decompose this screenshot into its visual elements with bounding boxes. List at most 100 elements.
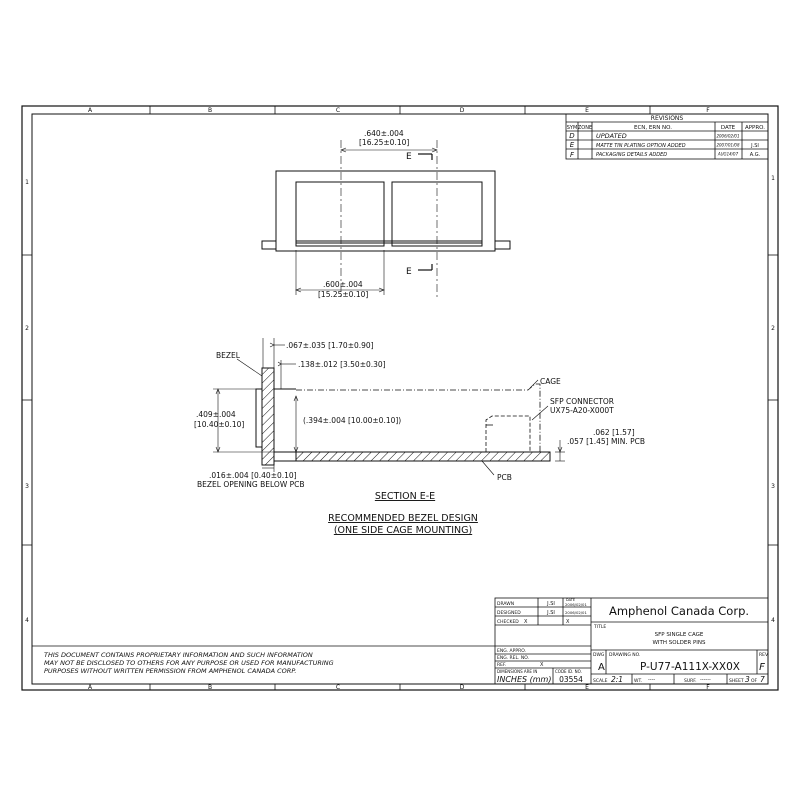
zone-label: 2 [25, 325, 29, 332]
top-view-opening-dim-mm: [15.25±0.10] [318, 290, 368, 299]
date-label: DATE [566, 598, 575, 602]
zone-labels-right: 1 2 3 4 [771, 175, 775, 624]
zone-label: A [88, 107, 93, 114]
code-label: CODE ID. NO. [555, 669, 582, 674]
zone-label: 3 [25, 483, 29, 490]
wt-label: WT. [634, 678, 642, 684]
section-mark-top: E [406, 152, 412, 162]
notice-line-2: MAY NOT BE DISCLOSED TO OTHERS FOR ANY P… [44, 659, 334, 667]
revision-date: 2007/01/08 [716, 143, 740, 148]
designed-by: J.SI [546, 610, 555, 616]
zone-labels-top: A B C D E F [88, 107, 710, 114]
revision-date: 2006/02/01 [716, 134, 739, 139]
notice-line-3: PURPOSES WITHOUT WRITTEN PERMISSION FROM… [44, 667, 296, 675]
scale-label: SCALE [593, 678, 608, 684]
sheet-label: SHEET [729, 678, 744, 684]
top-view-geometry [261, 140, 511, 300]
pcb-thickness-2: .057 [1.45] MIN. PCB [567, 437, 645, 446]
drawing-title-2: WITH SOLDER PINS [652, 640, 706, 646]
drawn-date: 2006/02/01 [565, 602, 587, 607]
revisions-title: REVISIONS [651, 115, 684, 122]
section-mark-bottom: E [406, 267, 412, 277]
notice-line-1: THIS DOCUMENT CONTAINS PROPRIETARY INFOR… [44, 651, 313, 659]
zone-label: F [706, 684, 710, 691]
revisions-header-sym: SYM [567, 125, 578, 131]
surf-label: SURF. [684, 678, 697, 684]
dim-height-mm: [10.40±0.10] [194, 420, 244, 429]
design-title-2: (ONE SIDE CAGE MOUNTING) [334, 525, 472, 536]
drawing-title-1: SFP SINGLE CAGE [655, 632, 704, 638]
wt-value: ---- [648, 677, 655, 683]
eng-rel-label: ENG. REL. NO. [497, 655, 529, 661]
zone-label: B [208, 107, 212, 114]
revision-appro: A.G. [750, 152, 761, 158]
drawn-by: J.SI [546, 601, 555, 607]
revisions-header-ecn: ECN, ERN NO. [634, 125, 672, 131]
revision-appro: J.SI [750, 143, 759, 149]
pcb-label: PCB [497, 473, 512, 482]
zone-label: D [460, 107, 465, 114]
top-view-pitch-dim-mm: [16.25±0.10] [359, 138, 409, 147]
dim-height: .409±.004 [196, 410, 236, 419]
title-label: TITLE [593, 624, 606, 630]
checked-label: CHECKED [497, 619, 519, 625]
of-label: OF [751, 678, 758, 684]
drawing-no-label: DRAWING NO. [609, 652, 640, 658]
drawing-no: P-U77-A111X-XX0X [640, 661, 740, 673]
connector-part: UX75-A20-X000T [550, 406, 614, 415]
zone-label: D [460, 684, 465, 691]
design-title-1: RECOMMENDED BEZEL DESIGN [328, 513, 478, 524]
dims-value: INCHES (mm) [497, 675, 551, 684]
section-view-geometry [213, 338, 565, 476]
sheet-no: 3 [745, 675, 750, 684]
revisions-table: REVISIONS SYM ZONE ECN, ERN NO. DATE APP… [565, 113, 769, 160]
ref-value: X [540, 662, 544, 668]
drawn-label: DRAWN [497, 601, 514, 607]
ref-label: REF. [497, 662, 506, 668]
bezel-label: BEZEL [216, 351, 241, 360]
code-value: 03554 [559, 675, 583, 684]
pcb-thickness-1: .062 [1.57] [593, 428, 635, 437]
zone-label: C [336, 684, 340, 691]
zone-label: 2 [771, 325, 775, 332]
title-block [494, 597, 769, 685]
zone-labels-bottom: A B C D E F [88, 684, 710, 691]
surf-value: ------ [700, 677, 711, 683]
top-view-pitch-dim: .640±.004 [364, 129, 404, 138]
revisions-header-zone: ZONE [578, 125, 592, 131]
cage-label: CAGE [540, 377, 561, 386]
dim-inner: (.394±.004 [10.00±0.10]) [303, 416, 401, 425]
connector-label: SFP CONNECTOR [550, 397, 614, 406]
revision-sym: E [570, 141, 575, 149]
zone-label: E [585, 684, 589, 691]
dim-a: .067±.035 [1.70±0.90] [286, 341, 374, 350]
zone-label: 3 [771, 483, 775, 490]
zone-label: 4 [771, 617, 775, 624]
revisions-header-date: DATE [721, 125, 736, 131]
dim-bezel-open: .016±.004 [0.40±0.10] [209, 471, 297, 480]
revision-sym: D [569, 132, 575, 140]
company-name: Amphenol Canada Corp. [609, 604, 749, 618]
dims-label: DIMENSIONS ARE IN [497, 669, 537, 674]
zone-label: E [585, 107, 589, 114]
section-title: SECTION E-E [375, 491, 435, 502]
checked-by: X [524, 619, 528, 625]
bezel-open-label: BEZEL OPENING BELOW PCB [197, 480, 305, 489]
zone-labels-left: 1 2 3 4 [25, 179, 29, 624]
revisions-header-appro: APPRO. [745, 125, 765, 131]
zone-label: 1 [25, 179, 29, 186]
revision-date: AUG14/07 [717, 152, 739, 157]
dim-b: .138±.012 [3.50±0.30] [298, 360, 386, 369]
zone-label: 4 [25, 617, 29, 624]
revision-sym: F [570, 151, 575, 159]
rev-label: REV. [759, 652, 769, 658]
rev-value: F [759, 662, 765, 673]
eng-appro-label: ENG. APPRO. [497, 648, 526, 654]
revision-ecn: PACKAGING DETAILS ADDED [596, 152, 667, 158]
revision-ecn: UPDATED [596, 132, 627, 140]
drawing-frame [21, 105, 779, 691]
zone-label: F [706, 107, 710, 114]
zone-label: A [88, 684, 93, 691]
designed-date: 2006/02/01 [565, 610, 587, 615]
